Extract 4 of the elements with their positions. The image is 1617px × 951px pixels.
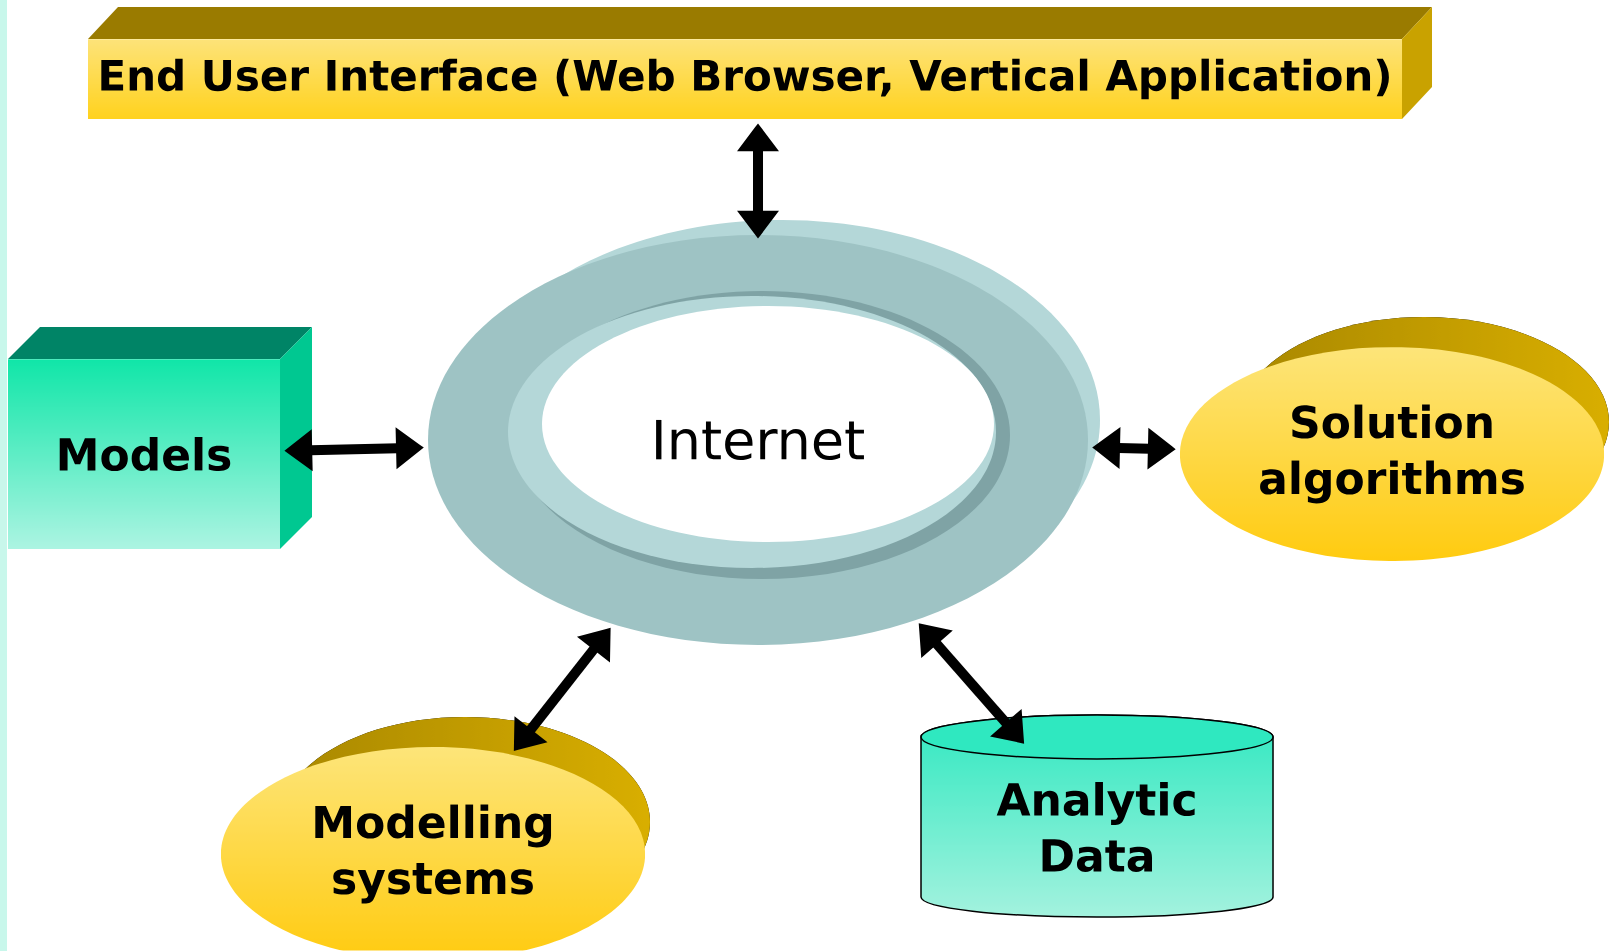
banner-bar: End User Interface (Web Browser, Vertical Application) (88, 7, 1432, 119)
database-cylinder: Analytic Data (920, 714, 1274, 918)
models-box: Models (8, 327, 312, 549)
internet-ring: Internet (428, 220, 1100, 645)
